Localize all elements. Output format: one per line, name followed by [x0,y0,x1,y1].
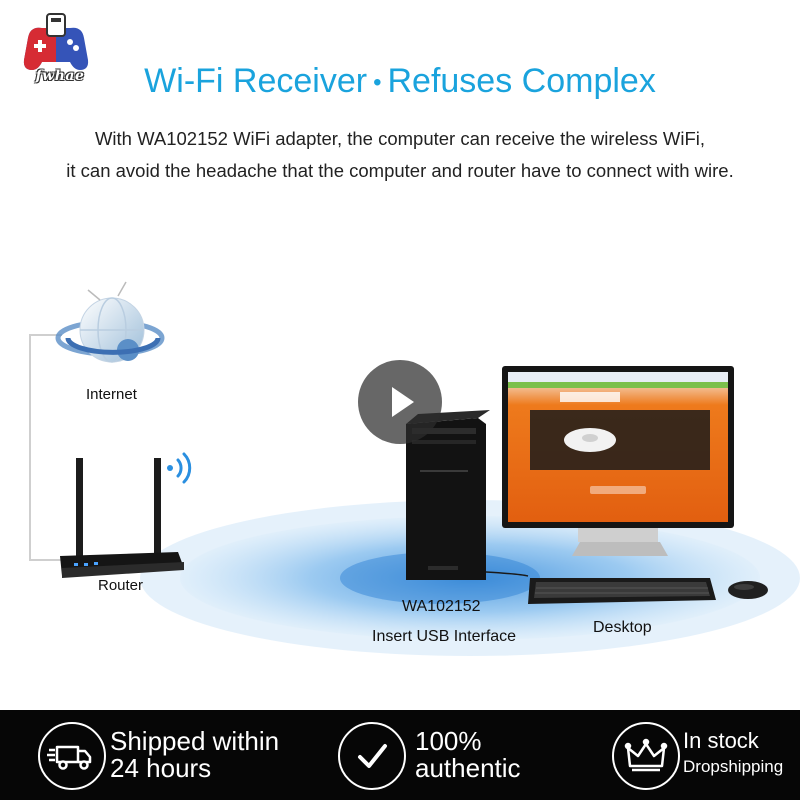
description-line-1: With WA102152 WiFi adapter, the computer… [94,128,706,149]
feature-stock-line-2: Dropshipping [683,757,784,776]
usb-interface-label: Insert USB Interface [372,628,517,645]
feature-shipping-line-1: Shipped within [110,726,280,756]
feature-shipping-line-2: 24 hours [110,753,212,783]
title-left: Wi-Fi Receiver [144,62,368,100]
monitor-icon [502,366,734,556]
wifi-signal-icon [167,452,192,484]
title-right: Refuses Complex [387,62,656,100]
feature-bar: Shipped within 24 hours 100% authentic I… [0,710,800,800]
globe-icon [55,281,165,363]
keyboard-icon [528,578,716,604]
adapter-label: WA102152 [402,598,481,615]
video-play-button[interactable] [358,360,442,444]
feature-authentic-line-1: 100% [415,726,482,756]
internet-label: Internet [86,386,137,403]
network-diagram [29,281,800,656]
crown-icon [612,722,680,790]
checkmark-icon [338,722,406,790]
feature-authentic-line-2: authentic [415,753,521,783]
connection-line [29,334,62,561]
router-icon [60,458,184,578]
mouse-icon [728,581,768,599]
brand-name: fwhae [35,68,85,84]
description-line-2: it can avoid the headache that the compu… [66,160,734,181]
brand-logo [23,13,89,70]
delivery-truck-icon [38,722,106,790]
title-separator: • [373,69,382,97]
router-label: Router [98,577,144,594]
desktop-label: Desktop [593,619,652,636]
feature-stock-line-1: In stock [683,728,759,753]
page-title: Wi-Fi Receiver•Refuses Complex [0,62,800,101]
